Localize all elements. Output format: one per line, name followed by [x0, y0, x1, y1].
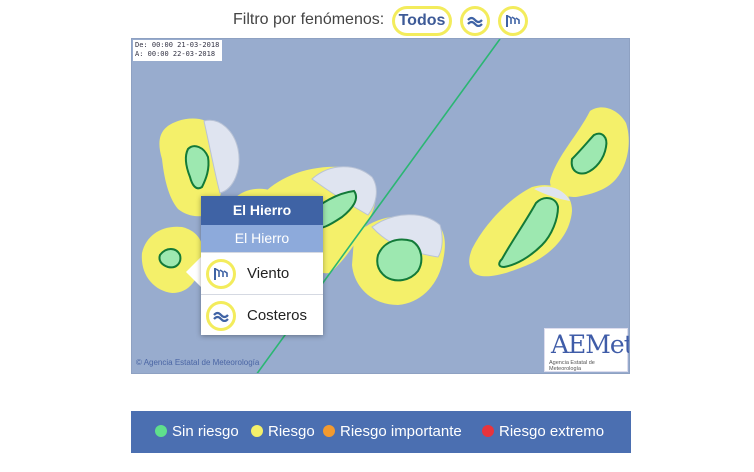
copyright-text: Agencia Estatal de Meteorología	[143, 358, 260, 367]
wind-flag-icon	[506, 15, 520, 27]
waves-icon	[467, 16, 483, 27]
waves-icon	[206, 301, 236, 331]
legend-item-riesgo-extremo: Riesgo extremo	[482, 424, 604, 440]
wind-flag-icon	[206, 259, 236, 289]
filter-all-button[interactable]: Todos	[392, 6, 452, 36]
legend-dot	[155, 425, 167, 437]
date-from: De: 00:00 21-03-2018	[135, 41, 220, 49]
legend-label: Riesgo	[268, 423, 315, 440]
aemet-logo: AEMet Agencia Estatal de Meteorología	[544, 328, 630, 372]
zone-lanzarote[interactable]	[550, 107, 629, 197]
zone-popup: El Hierro El Hierro Viento Costeros	[201, 196, 323, 335]
zone-fuerteventura[interactable]	[469, 185, 572, 277]
popup-item-coastal[interactable]: Costeros	[201, 294, 323, 336]
legend-dot	[323, 425, 335, 437]
popup-item-label: Costeros	[247, 307, 308, 324]
zone-gran-canaria[interactable]	[352, 214, 445, 305]
legend-item-riesgo-importante: Riesgo importante	[323, 424, 462, 440]
filter-wind-button[interactable]	[498, 6, 528, 36]
legend-label: Sin riesgo	[172, 423, 239, 440]
filter-coastal-button[interactable]	[460, 6, 490, 36]
legend-label: Riesgo importante	[340, 423, 462, 440]
popup-title: El Hierro	[201, 196, 323, 225]
validity-dates: De: 00:00 21-03-2018 A: 00:00 22-03-2018	[133, 40, 223, 61]
legend-dot	[251, 425, 263, 437]
popup-item-label: Viento	[247, 265, 290, 282]
copyright-icon: ©	[136, 358, 142, 367]
logo-text: AEMet	[551, 330, 630, 359]
logo-subtitle: Agencia Estatal de Meteorología	[549, 360, 595, 372]
legend-dot	[482, 425, 494, 437]
phenomena-filter: Filtro por fenómenos: Todos	[0, 4, 754, 36]
legend-item-riesgo: Riesgo	[251, 424, 315, 440]
date-to: A: 00:00 22-03-2018	[135, 50, 216, 58]
risk-legend: Sin riesgo Riesgo Riesgo importante Ries…	[131, 411, 631, 453]
zone-la-palma[interactable]	[159, 118, 240, 217]
popup-item-wind[interactable]: Viento	[201, 252, 323, 294]
filter-label: Filtro por fenómenos:	[233, 11, 385, 28]
popup-zone: El Hierro	[201, 225, 323, 252]
popup-pointer	[186, 256, 202, 288]
copyright: © Agencia Estatal de Meteorología	[136, 358, 259, 367]
legend-label: Riesgo extremo	[499, 423, 605, 440]
legend-item-sin-riesgo: Sin riesgo	[155, 424, 239, 440]
